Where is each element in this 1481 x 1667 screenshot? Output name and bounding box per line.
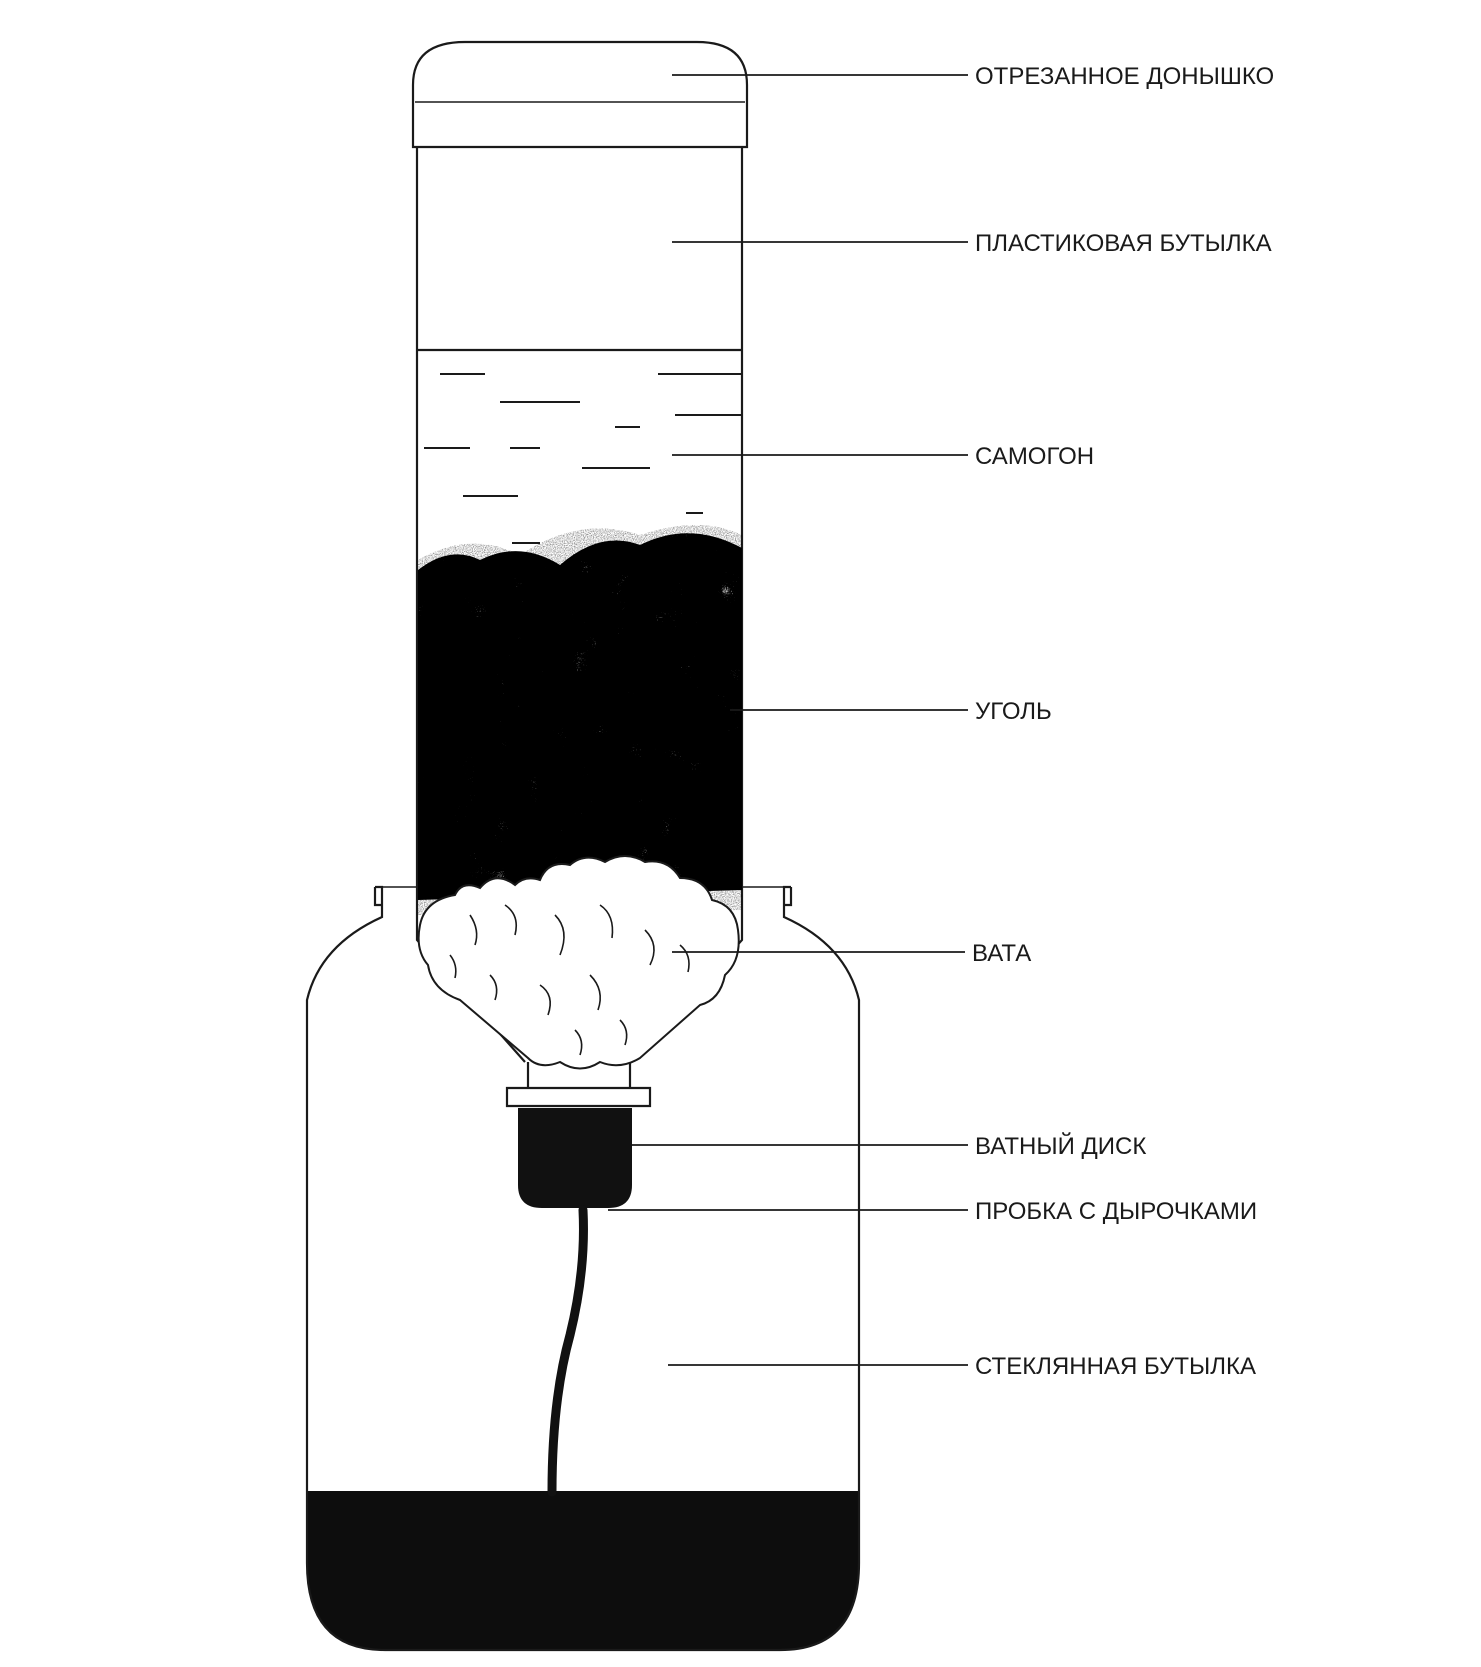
cap-with-holes	[518, 1108, 632, 1208]
label-charcoal: УГОЛЬ	[975, 698, 1052, 725]
glass-bottle-outline	[305, 885, 861, 1652]
filtered-liquid	[307, 1491, 859, 1650]
label-cap-with-holes: ПРОБКА С ДЫРОЧКАМИ	[975, 1198, 1257, 1225]
label-cotton-wool: ВАТА	[972, 940, 1031, 967]
labels: ОТРЕЗАННОЕ ДОНЫШКО ПЛАСТИКОВАЯ БУТЫЛКА С…	[972, 63, 1274, 1380]
cut-bottom	[411, 40, 749, 149]
label-cut-bottom: ОТРЕЗАННОЕ ДОНЫШКО	[975, 63, 1274, 90]
moonshine-dashes	[424, 373, 742, 544]
bottle-neck-ring	[505, 1086, 652, 1108]
plastic-bottle	[411, 40, 749, 1497]
stream	[547, 1205, 588, 1497]
charcoal	[418, 525, 742, 915]
label-cotton-pad: ВАТНЫЙ ДИСК	[975, 1132, 1146, 1160]
label-glass-bottle: СТЕКЛЯННАЯ БУТЫЛКА	[975, 1353, 1256, 1380]
glass-bottle	[305, 885, 861, 1652]
label-plastic-bottle: ПЛАСТИКОВАЯ БУТЫЛКА	[975, 230, 1272, 257]
leader-lines	[608, 74, 968, 1366]
label-moonshine: САМОГОН	[975, 443, 1094, 470]
cotton-wool	[417, 855, 740, 1070]
